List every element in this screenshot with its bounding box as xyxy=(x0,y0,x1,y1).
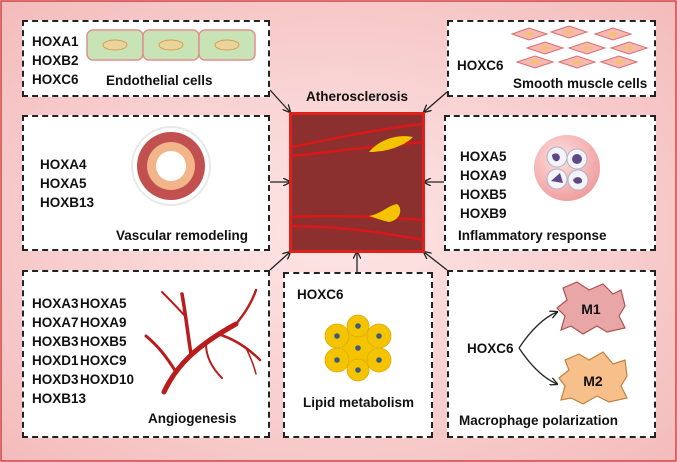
endothelial-gene-list: HOXA1 HOXB2 HOXC6 xyxy=(32,32,79,89)
smooth-muscle-panel: HOXC6 Smooth muscle cells xyxy=(447,20,656,97)
plaque-lower xyxy=(369,204,401,222)
vascular-panel: HOXA4 HOXA5 HOXB13 Vascular remodeling xyxy=(22,115,270,251)
gene-label: HOXB9 xyxy=(460,206,507,221)
gene-label: HOXD3 xyxy=(32,372,79,387)
gene-label: HOXA1 xyxy=(32,34,79,49)
gene-label: HOXD1 xyxy=(32,353,79,368)
m2-label: M2 xyxy=(583,373,603,389)
gene-label: HOXB13 xyxy=(40,195,95,210)
vascular-gene-list: HOXA4 HOXA5 HOXB13 xyxy=(40,155,94,212)
arrow-macrophage xyxy=(424,252,448,271)
macrophage-panel: HOXC6 M1 M2 Macrophage polarization xyxy=(447,270,656,438)
gene-label: HOXB13 xyxy=(32,391,87,406)
lipid-gene: HOXC6 xyxy=(297,287,344,302)
m1-cell xyxy=(556,281,626,335)
macrophage-label: Macrophage polarization xyxy=(459,413,619,428)
gene-label: HOXB3 xyxy=(32,334,79,349)
smooth-muscle-gene: HOXC6 xyxy=(457,58,504,73)
gene-label: HOXA5 xyxy=(80,296,127,311)
lipid-panel: HOXC6 Lipid metabolism xyxy=(283,272,433,438)
arrow-endothelial xyxy=(269,89,290,112)
gene-label: HOXC6 xyxy=(32,72,79,87)
blood-vessel-branch-icon xyxy=(144,288,262,395)
gene-label: HOXB2 xyxy=(32,53,79,68)
gene-label: HOXA9 xyxy=(460,168,507,183)
vessel-cross-section-icon xyxy=(131,126,211,206)
lipid-label: Lipid metabolism xyxy=(303,395,415,410)
angiogenesis-label: Angiogenesis xyxy=(148,411,237,426)
vascular-label: Vascular remodeling xyxy=(116,228,249,243)
smooth-muscle-cells-icon xyxy=(510,25,649,69)
endothelial-label: Endothelial cells xyxy=(106,73,213,88)
inflammatory-label: Inflammatory response xyxy=(458,228,607,243)
gene-label: HOXA5 xyxy=(40,176,87,191)
immune-cells-icon xyxy=(534,135,600,201)
gene-label: HOXD10 xyxy=(80,372,135,387)
center-title: Atherosclerosis xyxy=(306,89,409,104)
smooth-muscle-label: Smooth muscle cells xyxy=(513,76,648,91)
lipid-droplets-icon xyxy=(324,314,392,382)
gene-label: HOXC9 xyxy=(80,353,127,368)
macrophage-gene: HOXC6 xyxy=(467,341,514,356)
artery-illustration xyxy=(289,112,425,253)
m2-cell xyxy=(558,351,628,405)
angiogenesis-gene-list-right: HOXA5 HOXA9 HOXB5 HOXC9 HOXD10 xyxy=(80,294,134,389)
gene-label: HOXA4 xyxy=(40,157,87,172)
plaque-upper xyxy=(369,136,413,152)
gene-label: HOXB5 xyxy=(80,334,127,349)
vessel-wall-lower-1 xyxy=(290,214,424,222)
gene-label: HOXA9 xyxy=(80,315,127,330)
angiogenesis-gene-list-left: HOXA3 HOXA7 HOXB3 HOXD1 HOXD3 HOXB13 xyxy=(32,294,86,408)
angiogenesis-panel: HOXA3 HOXA7 HOXB3 HOXD1 HOXD3 HOXB13 HOX… xyxy=(22,270,270,438)
endothelial-cells-icon xyxy=(86,29,256,61)
gene-label: HOXA3 xyxy=(32,296,79,311)
gene-label: HOXA7 xyxy=(32,315,79,330)
m1-label: M1 xyxy=(581,301,601,317)
arrow-angiogenesis xyxy=(269,252,290,271)
gene-label: HOXA5 xyxy=(460,149,507,164)
inflammatory-panel: HOXA5 HOXA9 HOXB5 HOXB9 Inflammatory res… xyxy=(444,115,656,251)
arrow-to-m2 xyxy=(518,347,557,384)
macrophage-polarization-icon: M1 M2 xyxy=(518,281,628,405)
inflammatory-gene-list: HOXA5 HOXA9 HOXB5 HOXB9 xyxy=(460,147,507,223)
vessel-wall-lower-2 xyxy=(290,224,424,242)
arrow-to-m1 xyxy=(518,312,557,349)
vessel-wall-upper-1 xyxy=(290,122,424,149)
gene-label: HOXB5 xyxy=(460,187,507,202)
endothelial-panel: HOXA1 HOXB2 HOXC6 Endothelial cells xyxy=(22,20,270,97)
arrow-smooth-muscle xyxy=(424,91,448,112)
